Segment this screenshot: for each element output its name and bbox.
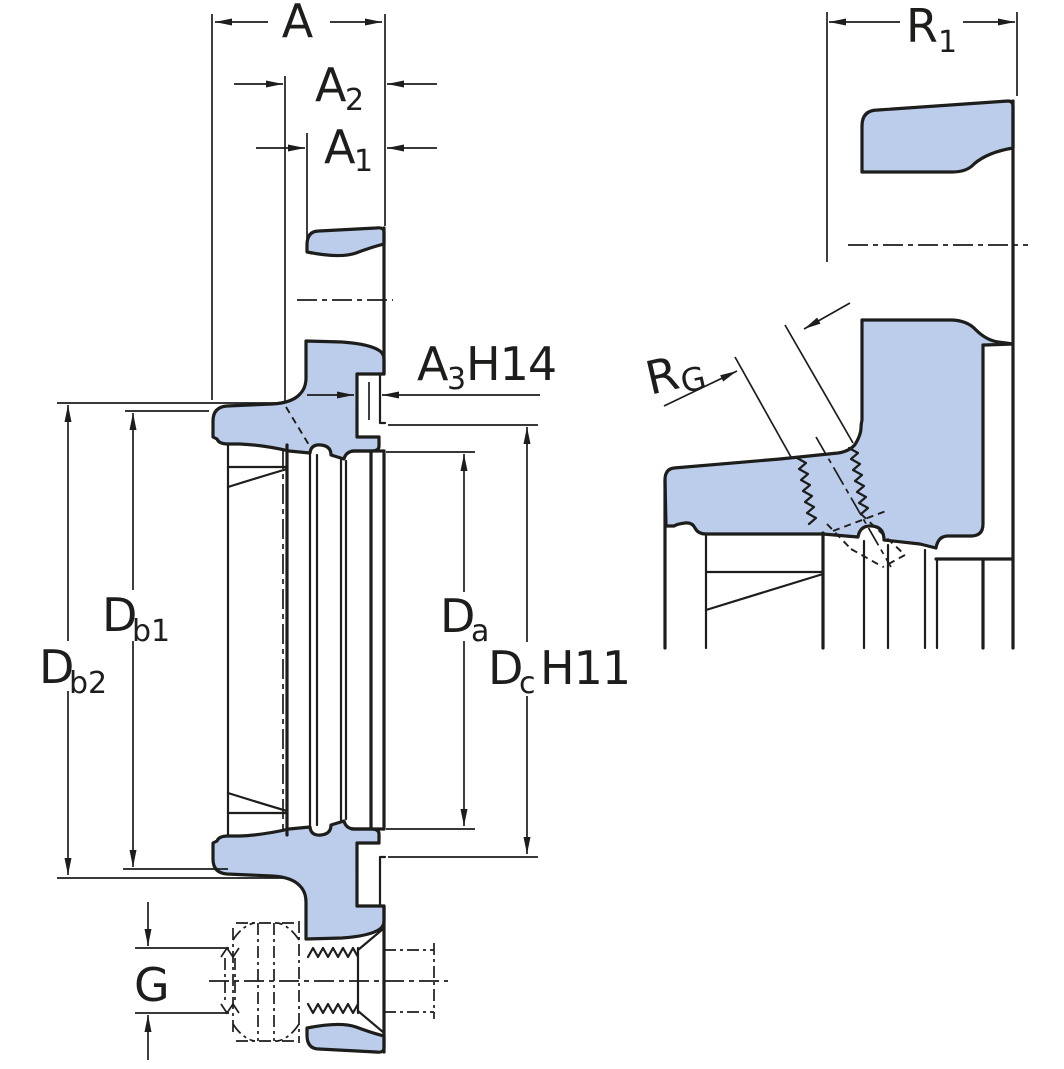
label-a1: A — [324, 120, 356, 174]
label-a1-sub: 1 — [354, 144, 373, 179]
label-a2: A — [315, 58, 347, 112]
label-rg: R — [640, 346, 682, 406]
dimension-db2: D b2 — [39, 405, 107, 875]
label-r1-sub: 1 — [938, 25, 957, 60]
dimension-r1: R 1 — [829, 0, 1015, 60]
housing-section-bottom-lug — [305, 1022, 386, 1054]
grease-hole-hidden-line — [285, 406, 310, 446]
thread-zigzag-left — [795, 456, 818, 526]
thread-zigzag-right — [847, 446, 870, 516]
dimension-g: G — [134, 902, 170, 1060]
dimension-a: A — [215, 0, 382, 48]
detail-bearing-internals — [663, 99, 1015, 650]
label-a3-suffix: H14 — [466, 337, 556, 391]
dimension-rg: R G — [640, 302, 851, 407]
label-dc-suffix: H11 — [540, 641, 630, 695]
label-db2-sub: b2 — [69, 666, 107, 701]
bearing-internals — [226, 226, 387, 1054]
grease-thread-hole — [795, 436, 906, 568]
dimension-a2: A 2 — [234, 58, 437, 118]
housing-section-top-lug — [305, 226, 386, 258]
label-a: A — [282, 0, 314, 48]
detail-housing-body — [663, 318, 1015, 550]
label-a2-sub: 2 — [345, 83, 364, 118]
detail-lug-band — [860, 99, 1015, 174]
label-dc: D — [488, 641, 522, 695]
dimensions: A A 2 A 1 A 3 H14 D b1 — [39, 0, 1018, 1060]
grease-hole-axis — [815, 436, 892, 568]
label-g: G — [134, 958, 169, 1012]
bolt-thread-zigzag-top — [306, 946, 360, 959]
dimension-da: D a — [440, 454, 489, 826]
dimension-a1: A 1 — [256, 120, 437, 179]
dimension-a3: A 3 H14 — [307, 337, 557, 399]
label-da: D — [440, 589, 474, 643]
housing-section-lower — [211, 819, 386, 941]
label-dc-sub: c — [519, 666, 536, 701]
label-db2: D — [39, 640, 73, 694]
dimension-db1: D b1 — [102, 413, 170, 867]
front-view — [209, 226, 448, 1054]
label-da-sub: a — [471, 614, 489, 649]
housing-section-upper — [211, 339, 386, 461]
label-db1: D — [102, 588, 136, 642]
hex-nut-phantom — [232, 921, 300, 1043]
label-a3: A — [417, 337, 449, 391]
label-a3-sub: 3 — [447, 362, 466, 397]
dimension-dc: D c H11 — [488, 427, 631, 854]
mounting-bolt — [209, 921, 448, 1043]
bolt-thread-zigzag-bottom — [306, 1002, 360, 1015]
label-db1-sub: b1 — [132, 614, 170, 649]
label-r1: R — [906, 0, 937, 53]
detail-view — [663, 99, 1028, 650]
